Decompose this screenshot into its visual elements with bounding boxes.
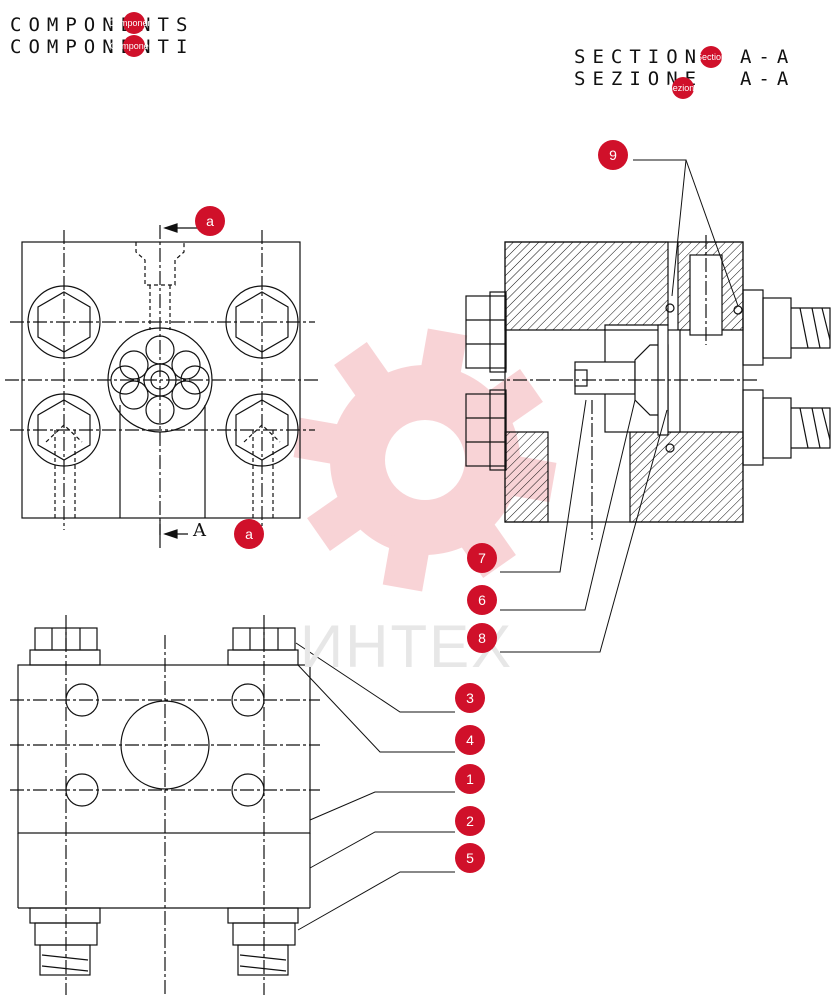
hotspot-a-bottom[interactable]: a (234, 519, 264, 549)
front-view (5, 223, 320, 548)
hotspot-a-top[interactable]: a (195, 206, 225, 236)
components-title-it: COMPONENTI (10, 36, 195, 58)
side-view (10, 615, 320, 995)
callout-8[interactable]: 8 (467, 623, 497, 653)
leader-lines (295, 159, 739, 931)
callout-4[interactable]: 4 (455, 725, 485, 755)
callout-5[interactable]: 5 (455, 843, 485, 873)
callout-7[interactable]: 7 (467, 543, 497, 573)
components-title-en: COMPONENTS (10, 14, 195, 36)
watermark-logo (293, 328, 557, 592)
hotspot-components-en[interactable]: Components (108, 12, 160, 34)
hotspot-section-it[interactable]: Sezione (667, 77, 699, 99)
section-marker-label: A (193, 520, 206, 541)
section-title-it: SEZIONE A-A (574, 68, 796, 90)
section-view (465, 235, 831, 540)
callout-6[interactable]: 6 (467, 585, 497, 615)
hotspot-section-en[interactable]: Section (696, 46, 726, 68)
callout-9[interactable]: 9 (598, 140, 628, 170)
callout-1[interactable]: 1 (455, 764, 485, 794)
hotspot-components-it[interactable]: Componenti (110, 35, 158, 57)
callout-2[interactable]: 2 (455, 806, 485, 836)
callout-3[interactable]: 3 (455, 683, 485, 713)
section-title-en: SECTION A-A (574, 46, 796, 68)
